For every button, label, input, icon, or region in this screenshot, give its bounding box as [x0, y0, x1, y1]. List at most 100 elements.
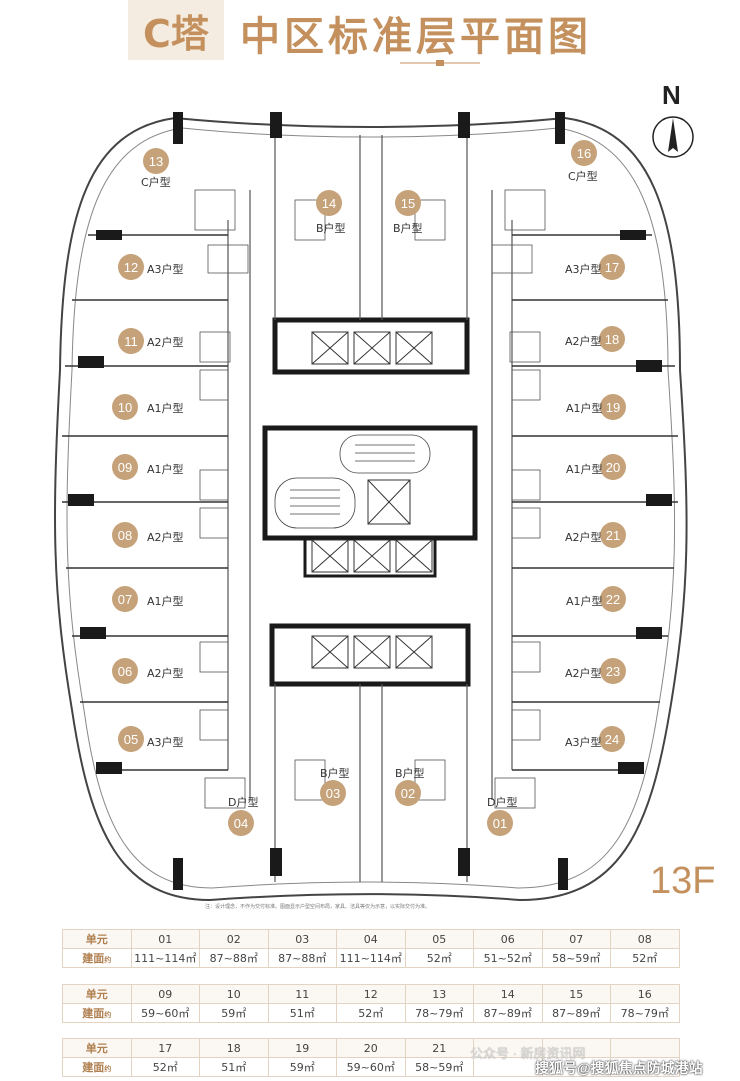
unit-circle-18: 18: [599, 326, 625, 352]
table-cell: 05: [404, 929, 474, 949]
table-cell: 87~89㎡: [541, 1003, 611, 1023]
unit-type-10: A1户型: [147, 402, 184, 415]
unit-type-13: C户型: [141, 176, 171, 189]
table-cell: 11: [267, 984, 337, 1004]
unit-circle-07: 07: [112, 586, 138, 612]
unit-circle-05: 05: [118, 726, 144, 752]
title-ornament: [400, 60, 480, 66]
table-cell: 52㎡: [404, 948, 474, 968]
unit-circle-01: 01: [487, 810, 513, 836]
unit-type-09: A1户型: [147, 463, 184, 476]
tower-badge: C塔: [128, 0, 224, 60]
table-cell: 13: [404, 984, 474, 1004]
core-top: [272, 317, 470, 375]
table-cell: 59㎡: [267, 1057, 337, 1077]
table-cell: 15: [541, 984, 611, 1004]
table-cell: 52㎡: [336, 1003, 406, 1023]
area-suffix: 约: [104, 956, 112, 964]
table-row: 建面约 52㎡ 51㎡ 59㎡ 59~60㎡ 58~59㎡: [62, 1057, 680, 1077]
unit-circle-08: 08: [112, 522, 138, 548]
area-header: 建面约: [62, 1057, 132, 1077]
table-cell: 111~114㎡: [130, 948, 200, 968]
area-label: 建面: [82, 1007, 105, 1020]
table-cell: 18: [199, 1038, 269, 1058]
unit-circle-21: 21: [600, 522, 626, 548]
table-cell: 07: [541, 929, 611, 949]
core-bottom: [269, 623, 471, 687]
table-cell: 87~88㎡: [267, 948, 337, 968]
unit-circle-06: 06: [112, 658, 138, 684]
unit-type-20: A1户型: [566, 463, 603, 476]
unit-type-08: A2户型: [147, 531, 184, 544]
table-row: 单元 17 18 19 20 21: [62, 1038, 680, 1058]
core-elevators-mid: [303, 536, 437, 578]
unit-circle-10: 10: [112, 394, 138, 420]
unit-circle-02: 02: [395, 780, 421, 806]
unit-header: 单元: [62, 1038, 132, 1058]
area-header: 建面约: [62, 948, 132, 968]
unit-type-23: A2户型: [565, 667, 602, 680]
unit-header: 单元: [62, 984, 132, 1004]
unit-circle-23: 23: [600, 658, 626, 684]
unit-type-03: B户型: [320, 767, 350, 780]
floor-plan: N 13 C户型 14 B户型 15 B户型 16 C户型 12 A3户型 17…: [0, 70, 740, 920]
unit-circle-17: 17: [599, 254, 625, 280]
table-cell: 87~89㎡: [473, 1003, 543, 1023]
table-row: 建面约 59~60㎡ 59㎡ 51㎡ 52㎡ 78~79㎡ 87~89㎡ 87~…: [62, 1003, 680, 1023]
floor-plan-drawing: [54, 112, 688, 902]
unit-type-07: A1户型: [147, 595, 184, 608]
table-cell: 59~60㎡: [130, 1003, 200, 1023]
table-cell: 10: [199, 984, 269, 1004]
north-letter: N: [662, 80, 681, 110]
unit-type-02: B户型: [395, 767, 425, 780]
table-cell: 16: [610, 984, 680, 1004]
unit-type-04: D户型: [228, 796, 259, 809]
unit-circle-13: 13: [143, 148, 169, 174]
table-row: 单元 09 10 11 12 13 14 15 16: [62, 984, 680, 1004]
table-cell: 17: [130, 1038, 200, 1058]
unit-circle-20: 20: [600, 454, 626, 480]
table-cell: 58~59㎡: [541, 948, 611, 968]
header: C塔 中区标准层平面图: [0, 0, 740, 66]
unit-circle-16: 16: [571, 140, 597, 166]
unit-type-16: C户型: [568, 170, 598, 183]
area-table-2: 单元 09 10 11 12 13 14 15 16 建面约 59~60㎡ 59…: [62, 984, 680, 1023]
watermark-wechat: 公众号 · 新房资讯网: [470, 1046, 586, 1061]
unit-type-22: A1户型: [566, 595, 603, 608]
unit-type-24: A3户型: [565, 736, 602, 749]
unit-type-17: A3户型: [565, 263, 602, 276]
table-cell: 14: [473, 984, 543, 1004]
unit-type-14: B户型: [316, 222, 346, 235]
unit-type-05: A3户型: [147, 736, 184, 749]
table-cell: 04: [336, 929, 406, 949]
table-cell: 08: [610, 929, 680, 949]
table-row: 单元 01 02 03 04 05 06 07 08: [62, 929, 680, 949]
bathrooms: [194, 189, 546, 809]
unit-circle-24: 24: [599, 726, 625, 752]
corridor-walls: [227, 135, 513, 882]
table-cell: 51㎡: [267, 1003, 337, 1023]
unit-type-21: A2户型: [565, 531, 602, 544]
table-cell: 51㎡: [199, 1057, 269, 1077]
unit-type-01: D户型: [487, 796, 518, 809]
table-cell: 111~114㎡: [336, 948, 406, 968]
unit-type-06: A2户型: [147, 667, 184, 680]
table-cell: 78~79㎡: [610, 1003, 680, 1023]
table-cell: 78~79㎡: [404, 1003, 474, 1023]
unit-type-18: A2户型: [565, 335, 602, 348]
stairs: [274, 434, 431, 529]
unit-circle-15: 15: [395, 190, 421, 216]
unit-circle-11: 11: [118, 328, 144, 354]
compass-icon: [652, 116, 694, 158]
table-cell: 12: [336, 984, 406, 1004]
unit-circle-03: 03: [320, 780, 346, 806]
plan-note: 注：设计理念，不作为交付标准。图面显示户型空间布局，家具、洁具等仅为示意，以实际…: [205, 904, 431, 910]
columns: [68, 112, 672, 890]
unit-circle-22: 22: [600, 586, 626, 612]
table-cell: 87~88㎡: [199, 948, 269, 968]
table-cell: [610, 1057, 680, 1077]
area-header: 建面约: [62, 1003, 132, 1023]
area-label: 建面: [82, 952, 105, 965]
table-cell: 03: [267, 929, 337, 949]
table-cell: 52㎡: [130, 1057, 200, 1077]
